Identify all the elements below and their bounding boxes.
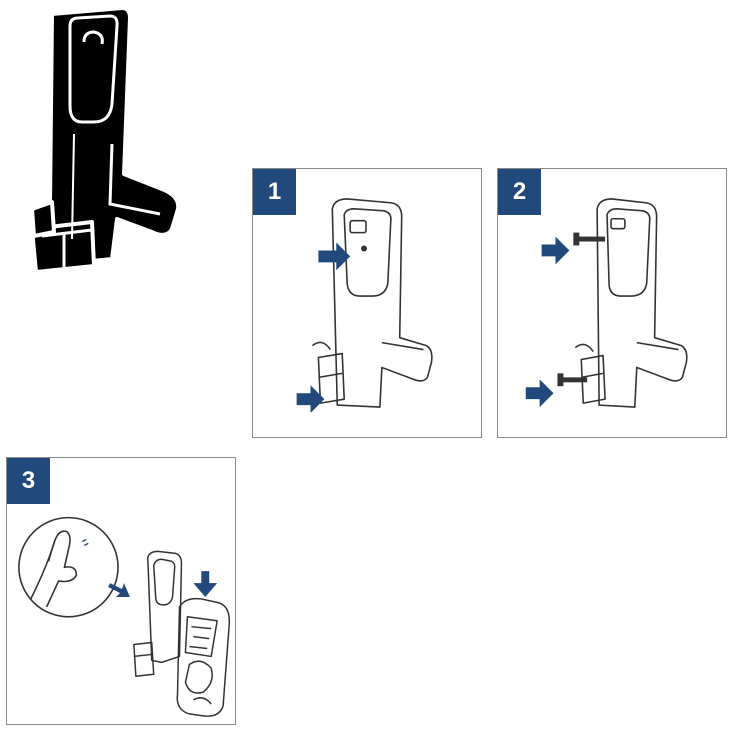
arrow-right-icon	[541, 236, 570, 265]
magnifier-circle	[18, 516, 119, 618]
holder-illustration	[296, 198, 433, 414]
arrow-right-icon	[108, 583, 130, 597]
step-3-panel: 3	[6, 457, 236, 725]
screw-icon	[573, 232, 606, 246]
arrow-right-icon	[525, 379, 554, 408]
step-number-badge: 1	[253, 169, 296, 215]
installation-illustration	[18, 516, 231, 717]
holder-silhouette-image	[30, 6, 181, 274]
step-1-panel: 1	[252, 168, 482, 438]
screw-icon	[557, 373, 588, 387]
arrow-down-icon	[193, 571, 218, 597]
step-number-badge: 3	[7, 458, 50, 504]
arrow-right-icon	[318, 242, 351, 271]
arrow-right-icon	[296, 385, 325, 414]
step-number-badge: 2	[498, 169, 541, 215]
step-2-panel: 2	[497, 168, 727, 438]
holder-illustration	[525, 198, 688, 408]
